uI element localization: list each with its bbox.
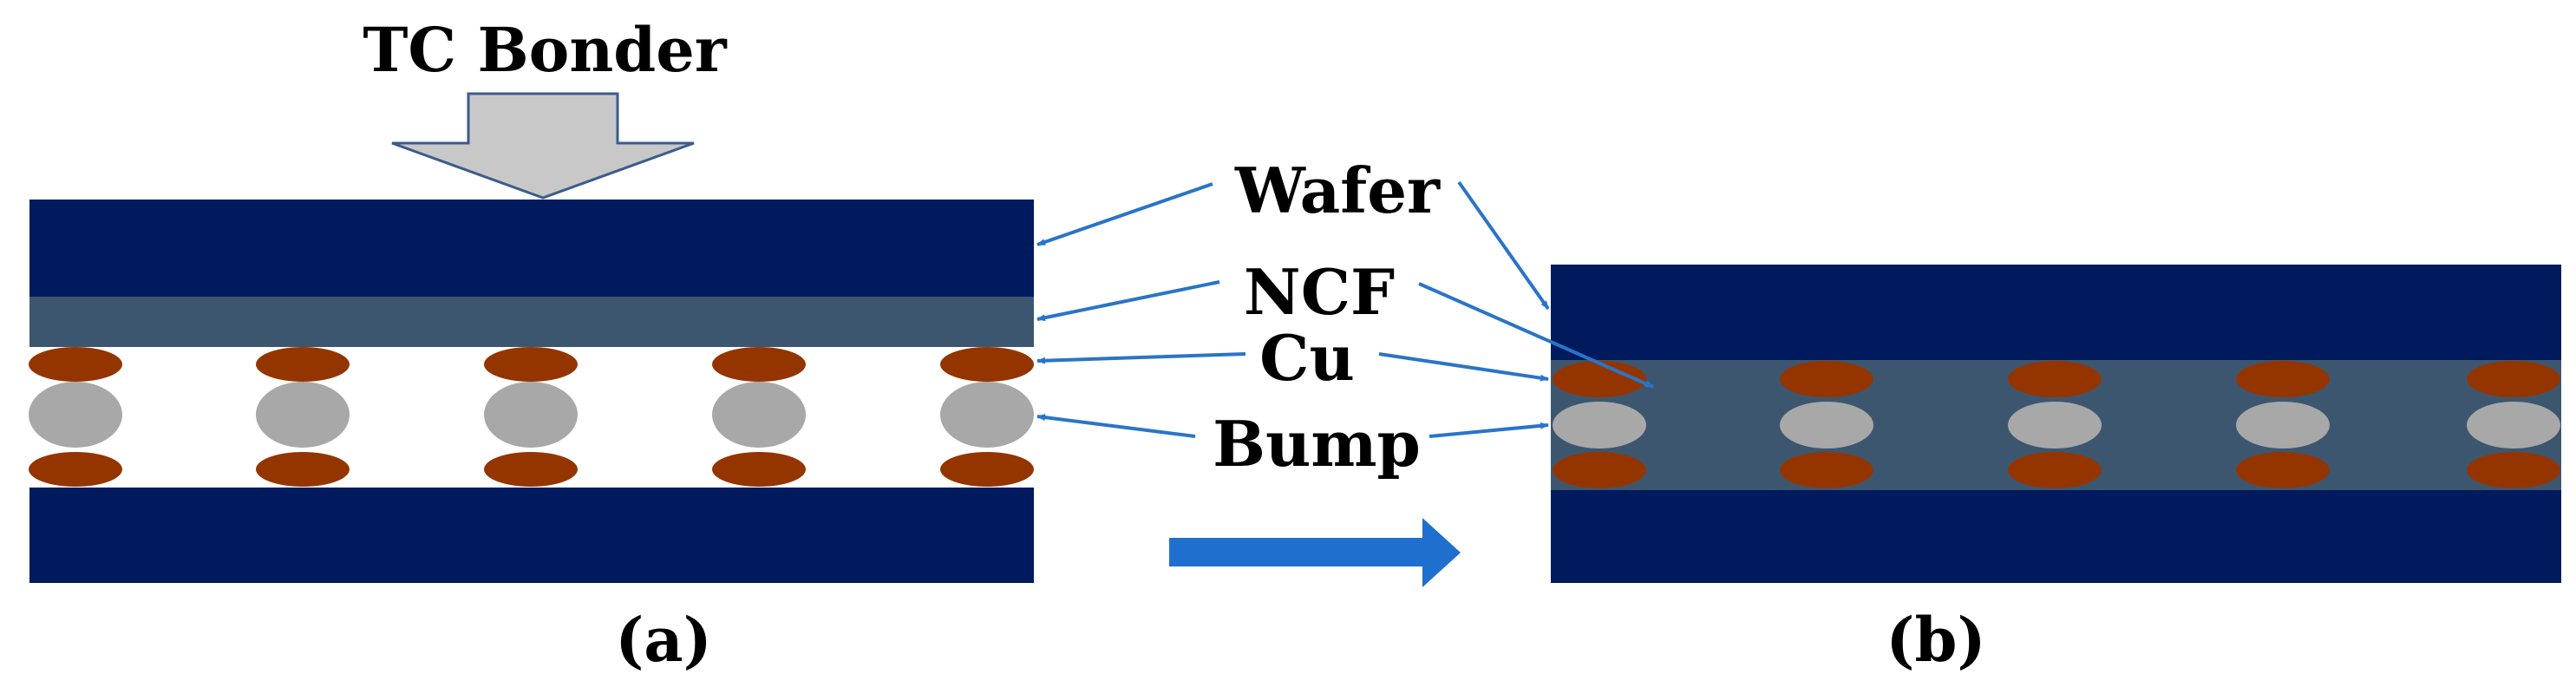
bottom-wafer-b <box>1551 490 2561 583</box>
wafer-leader-a <box>1036 182 1213 246</box>
cu-pad-bottom <box>940 452 1034 487</box>
process-arrow <box>1169 518 1461 587</box>
cu-leader-b <box>1378 352 1549 382</box>
cu-pad-top <box>2008 361 2102 397</box>
bump-label: Bump <box>1213 407 1421 481</box>
cu-pad-top <box>484 347 578 382</box>
cu-pad-top <box>940 347 1034 382</box>
wafer-leader-b <box>1457 180 1550 311</box>
solder-bump <box>2236 402 2330 448</box>
top-wafer-a <box>29 200 1034 297</box>
cu-pad-bottom <box>712 452 806 487</box>
cu-pad-bottom <box>256 452 350 487</box>
tc-bonder-arrow <box>391 92 695 200</box>
solder-bump <box>1553 402 1646 448</box>
ncf-leader-a <box>1036 280 1220 322</box>
ncf-label: NCF <box>1244 255 1395 329</box>
bump-columns-a <box>29 347 1034 487</box>
ncf-layer-a <box>29 297 1034 347</box>
ncf-leader-b <box>1418 282 1654 389</box>
tc-bonder-label: TC Bonder <box>363 14 727 86</box>
cu-pad-bottom <box>484 452 578 487</box>
solder-bump <box>2467 402 2560 448</box>
cu-pad-top <box>29 347 122 382</box>
panel-b-caption: (b) <box>1886 604 1985 676</box>
cu-pad-top <box>1553 361 1646 397</box>
cu-pad-top <box>2467 361 2560 397</box>
solder-bump <box>940 382 1034 448</box>
cu-pad-bottom <box>1553 452 1646 488</box>
cu-pad-top <box>712 347 806 382</box>
bump-columns-b <box>1553 361 2560 488</box>
solder-bump <box>484 382 578 448</box>
bump-leader-b <box>1429 422 1549 438</box>
solder-bump <box>256 382 350 448</box>
solder-bump <box>2008 402 2102 448</box>
cu-pad-bottom <box>2008 452 2102 488</box>
cu-label: Cu <box>1259 321 1355 395</box>
cu-pad-bottom <box>2236 452 2330 488</box>
cu-pad-bottom <box>1780 452 1873 488</box>
cu-pad-top <box>1780 361 1873 397</box>
leader-arrows <box>1036 180 1654 438</box>
panel-a-caption: (a) <box>615 604 712 676</box>
solder-bump <box>29 382 122 448</box>
panel-a-stack <box>29 200 1034 583</box>
cu-pad-top <box>2236 361 2330 397</box>
top-wafer-b <box>1551 265 2561 360</box>
bump-leader-a <box>1036 414 1196 438</box>
cu-pad-bottom <box>29 452 122 487</box>
solder-bump <box>712 382 806 448</box>
wafer-label: Wafer <box>1234 154 1441 227</box>
bottom-wafer-a <box>29 488 1034 583</box>
solder-bump <box>1780 402 1873 448</box>
cu-leader-a <box>1036 352 1246 364</box>
cu-pad-bottom <box>2467 452 2560 488</box>
cu-pad-top <box>256 347 350 382</box>
panel-b-stack <box>1551 265 2561 583</box>
